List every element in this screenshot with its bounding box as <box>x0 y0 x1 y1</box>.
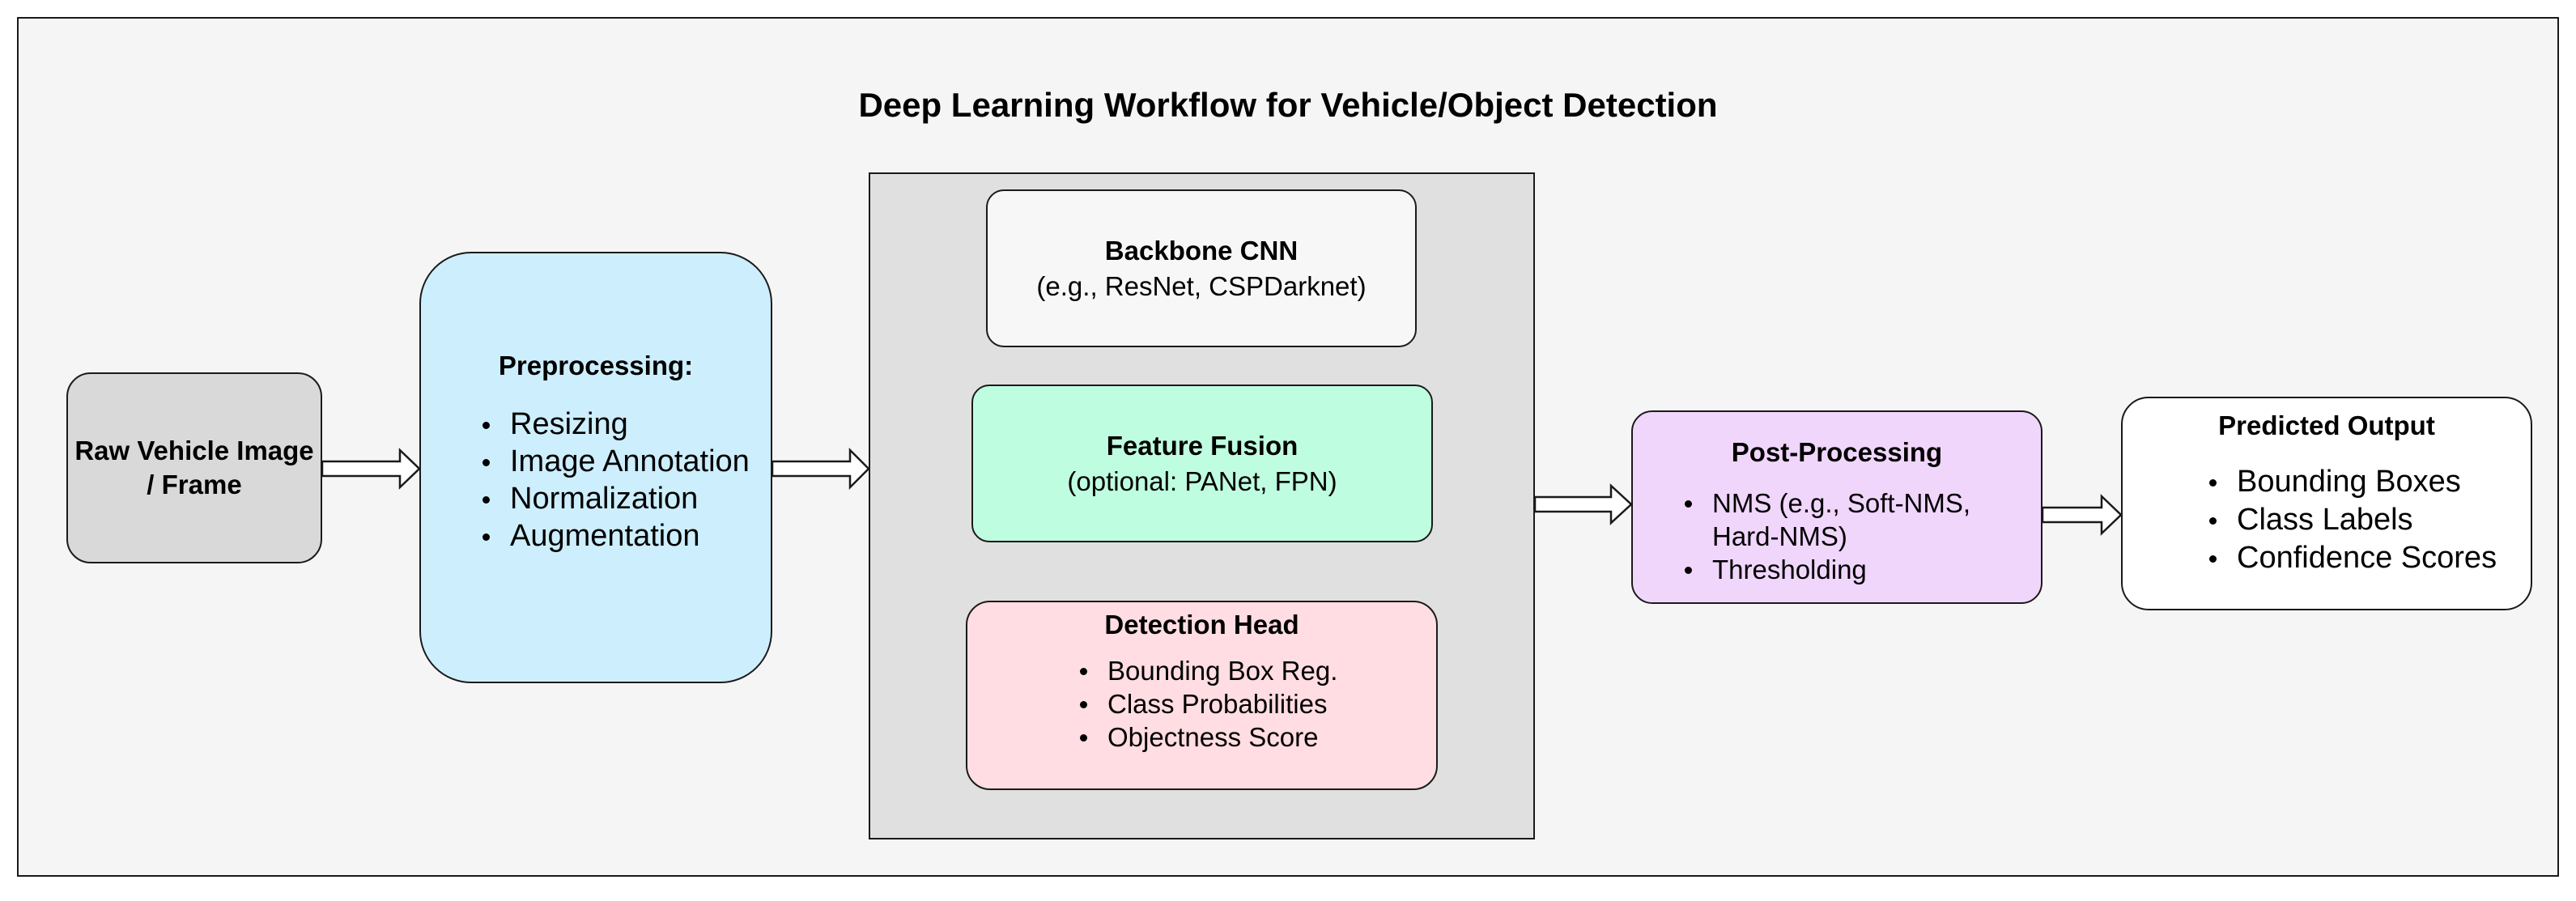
list-item: Bounding Boxes <box>2208 463 2497 501</box>
post-processing-list: NMS (e.g., Soft-NMS, Hard-NMS) Threshold… <box>1672 487 1970 586</box>
arrow-preprocessing-to-model <box>771 447 870 491</box>
list-item: Resizing <box>482 406 750 443</box>
raw-image-title-line1: Raw Vehicle Image <box>74 436 314 465</box>
list-item: Image Annotation <box>482 444 750 478</box>
preprocessing-node: Preprocessing: Resizing Image Annotation… <box>419 252 772 683</box>
feature-fusion-subtitle: (optional: PANet, FPN) <box>1067 465 1337 496</box>
backbone-subtitle: (e.g., ResNet, CSPDarknet) <box>1036 270 1367 301</box>
arrow-model-to-postprocessing <box>1533 483 1633 525</box>
list-item: Thresholding <box>1684 553 1970 586</box>
predicted-output-title: Predicted Output <box>2218 410 2435 440</box>
detection-head-node: Detection Head Bounding Box Reg. Class P… <box>966 601 1438 790</box>
list-item-text: NMS (e.g., Soft-NMS, <box>1712 488 1971 518</box>
arrow-raw-to-preprocessing <box>321 448 421 490</box>
list-item: Objectness Score <box>1079 720 1337 754</box>
list-item: Class Labels <box>2208 501 2497 539</box>
predicted-output-node: Predicted Output Bounding Boxes Class La… <box>2121 397 2532 610</box>
backbone-title: Backbone CNN <box>1104 235 1299 266</box>
arrow-postprocessing-to-output <box>2041 494 2123 536</box>
list-item: Normalization <box>482 480 750 517</box>
post-processing-title: Post-Processing <box>1731 437 1943 467</box>
post-processing-node: Post-Processing NMS (e.g., Soft-NMS, Har… <box>1631 410 2043 604</box>
list-item: Bounding Box Reg. <box>1079 656 1338 686</box>
predicted-output-list: Bounding Boxes Class Labels Confidence S… <box>2196 463 2497 577</box>
detection-head-title: Detection Head <box>1104 610 1299 640</box>
preprocessing-title: Preprocessing: <box>498 351 694 380</box>
list-item-text-cont: Hard-NMS) <box>1712 521 1847 551</box>
list-item: Confidence Scores <box>2208 539 2497 577</box>
list-item: Class Probabilities <box>1079 687 1337 720</box>
list-item: NMS (e.g., Soft-NMS, Hard-NMS) <box>1684 487 1971 553</box>
feature-fusion-node: Feature Fusion (optional: PANet, FPN) <box>971 385 1433 542</box>
detection-head-list: Bounding Box Reg. Class Probabilities Ob… <box>1067 654 1337 754</box>
diagram-title: Deep Learning Workflow for Vehicle/Objec… <box>858 86 1718 124</box>
list-item: Augmentation <box>482 517 750 555</box>
feature-fusion-title: Feature Fusion <box>1106 430 1299 461</box>
raw-image-title-line2: / Frame <box>147 470 242 499</box>
raw-image-node: Raw Vehicle Image / Frame <box>66 372 322 563</box>
backbone-node: Backbone CNN (e.g., ResNet, CSPDarknet) <box>986 189 1417 347</box>
preprocessing-list: Resizing Image Annotation Normalization … <box>470 406 750 555</box>
